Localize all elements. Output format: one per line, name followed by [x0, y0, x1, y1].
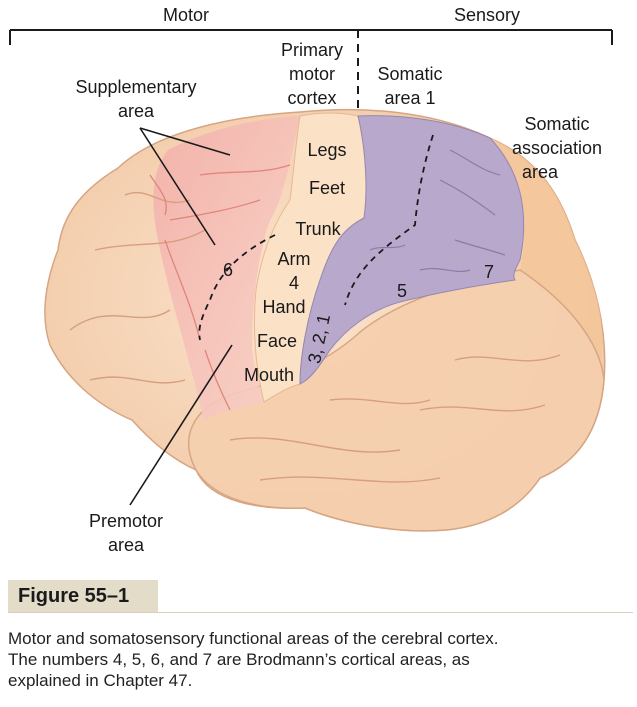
- caption-divider: [8, 612, 633, 613]
- svg-text:motor: motor: [289, 64, 335, 84]
- motor-sulci: [149, 164, 291, 411]
- area-7-label: 7: [484, 262, 494, 282]
- svg-text:cortex: cortex: [287, 88, 336, 108]
- area-6-label: 6: [223, 260, 233, 280]
- sensory-region: [299, 115, 525, 385]
- mouth-label: Mouth: [244, 365, 294, 385]
- area6-boundary: [198, 234, 276, 341]
- svg-text:area: area: [108, 535, 145, 555]
- caption-line: The numbers 4, 5, 6, and 7 are Brodmann’…: [8, 650, 470, 669]
- header-bracket: [9, 29, 613, 45]
- face-label: Face: [257, 331, 297, 351]
- legs-label: Legs: [307, 140, 346, 160]
- sulci: [69, 191, 561, 483]
- svg-text:area: area: [118, 101, 155, 121]
- svg-text:Somatic: Somatic: [524, 114, 589, 134]
- figure-label-bar: [8, 580, 158, 612]
- trunk-label: Trunk: [295, 219, 341, 239]
- sensory-sulci: [369, 149, 506, 273]
- leader-lines: [129, 127, 233, 506]
- caption-line: explained in Chapter 47.: [8, 671, 193, 690]
- somatic-area1-boundary: [344, 134, 434, 306]
- svg-text:Primary: Primary: [281, 40, 343, 60]
- area-4-label: 4: [289, 273, 299, 293]
- figure-label: Figure 55–1: [18, 585, 130, 607]
- primary-motor-cortex-label: Primary motor cortex: [281, 40, 343, 108]
- area-5-label: 5: [397, 281, 407, 301]
- svg-text:Premotor: Premotor: [89, 511, 163, 531]
- arm-label: Arm: [278, 249, 311, 269]
- svg-text:Somatic: Somatic: [377, 64, 442, 84]
- somatic-area-1-label: Somatic area 1: [377, 64, 442, 108]
- feet-label: Feet: [309, 178, 345, 198]
- somatic-association-area-label: Somatic association area: [512, 114, 602, 182]
- motor-region: [153, 116, 300, 420]
- premotor-area-label: Premotor area: [89, 511, 163, 555]
- association-region: [490, 138, 603, 360]
- figure-caption: Motor and somatosensory functional areas…: [8, 628, 633, 691]
- svg-text:association: association: [512, 138, 602, 158]
- supplementary-area-label: Supplementary area: [75, 77, 196, 121]
- sensory-heading: Sensory: [454, 5, 520, 25]
- svg-text:area: area: [522, 162, 559, 182]
- caption-line: Motor and somatosensory functional areas…: [8, 629, 499, 648]
- svg-text:area 1: area 1: [384, 88, 435, 108]
- brain-diagram: Motor Sensory: [9, 5, 613, 555]
- motor-heading: Motor: [163, 5, 209, 25]
- hand-label: Hand: [262, 297, 305, 317]
- svg-text:Supplementary: Supplementary: [75, 77, 196, 97]
